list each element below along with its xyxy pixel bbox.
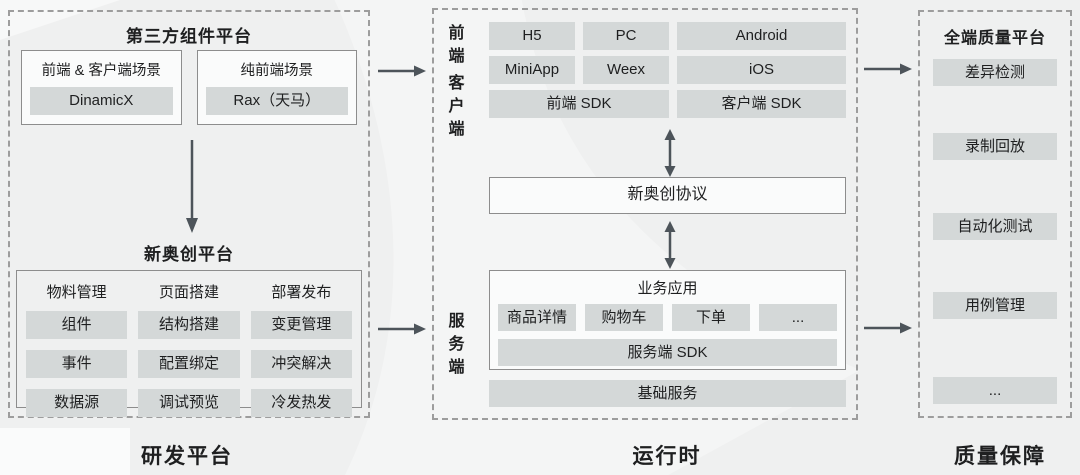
business-items-row: 商品详情 购物车 下单 ... [498, 304, 837, 331]
android-box: Android [677, 22, 846, 50]
automated-test-box: 自动化测试 [933, 213, 1057, 240]
client-platform-grid: H5 PC Android MiniApp Weex iOS 前端 SDK 客户… [489, 22, 846, 118]
event-box: 事件 [26, 350, 128, 378]
arrow-right-icon [864, 321, 912, 339]
arrow-right-icon [864, 62, 912, 80]
debug-preview-box: 调试预览 [138, 389, 240, 417]
server-sdk-box: 服务端 SDK [498, 339, 837, 366]
more-box: ... [933, 377, 1057, 404]
aochuang-platform-box: 物料管理 组件 事件 数据源 页面搭建 结构搭建 配置绑定 调试预览 部署发布 … [16, 270, 362, 417]
case-management-box: 用例管理 [933, 292, 1057, 319]
frontend-vertical-label: 前端 [448, 25, 465, 66]
base-service-box: 基础服务 [489, 380, 846, 407]
rax-box: Rax（天马） [205, 87, 348, 115]
cold-hot-release-box: 冷发热发 [250, 389, 352, 417]
dev-platform-panel: 第三方组件平台 前端 & 客户端场景 DinamicX 纯前端场景 Rax（天马… [8, 10, 370, 418]
pc-box: PC [583, 22, 669, 50]
arrow-down-icon [184, 140, 200, 239]
cart-box: 购物车 [585, 304, 663, 331]
material-management-column: 物料管理 组件 事件 数据源 [26, 278, 128, 428]
arrow-updown-icon [663, 129, 677, 182]
column-header: 部署发布 [271, 284, 332, 301]
arrow-right-icon [378, 64, 426, 82]
dinamicx-box: DinamicX [30, 87, 173, 115]
frontend-client-scenario-box: 前端 & 客户端场景 DinamicX [21, 50, 182, 125]
structure-build-box: 结构搭建 [138, 311, 240, 339]
scenario-label: 纯前端场景 [240, 63, 314, 79]
more-box: ... [759, 304, 837, 331]
runtime-footer-label: 运行时 [632, 445, 702, 468]
diff-detection-box: 差异检测 [933, 59, 1057, 86]
deploy-release-column: 部署发布 变更管理 冲突解决 冷发热发 [250, 278, 352, 428]
h5-box: H5 [489, 22, 575, 50]
product-detail-box: 商品详情 [498, 304, 576, 331]
arrow-updown-icon [663, 221, 677, 274]
component-box: 组件 [26, 311, 128, 339]
quality-footer-label: 质量保障 [954, 445, 1046, 468]
change-management-box: 变更管理 [250, 311, 352, 339]
third-party-platform-title: 第三方组件平台 [126, 27, 252, 46]
third-party-groups: 前端 & 客户端场景 DinamicX 纯前端场景 Rax（天马） [21, 50, 357, 125]
business-application-box: 业务应用 商品详情 购物车 下单 ... 服务端 SDK [489, 270, 846, 370]
frontend-sdk-box: 前端 SDK [489, 90, 669, 118]
quality-platform-title: 全端质量平台 [943, 30, 1046, 47]
column-header: 物料管理 [46, 284, 107, 301]
client-vertical-label: 客户端 [448, 75, 465, 139]
pure-frontend-scenario-box: 纯前端场景 Rax（天马） [196, 50, 357, 125]
miniapp-box: MiniApp [489, 56, 575, 84]
scenario-label: 前端 & 客户端场景 [41, 63, 161, 79]
page-building-column: 页面搭建 结构搭建 配置绑定 调试预览 [138, 278, 240, 428]
config-binding-box: 配置绑定 [138, 350, 240, 378]
column-header: 页面搭建 [158, 284, 219, 301]
ios-box: iOS [677, 56, 846, 84]
aochuang-platform-title: 新奥创平台 [144, 245, 234, 264]
quality-platform-panel: 全端质量平台 差异检测 录制回放 自动化测试 用例管理 ... [918, 10, 1072, 418]
server-vertical-label: 服务端 [448, 313, 465, 377]
business-application-title: 业务应用 [637, 280, 698, 297]
conflict-resolution-box: 冲突解决 [250, 350, 352, 378]
datasource-box: 数据源 [26, 389, 128, 417]
dev-platform-footer-label: 研发平台 [141, 445, 233, 468]
runtime-panel: 前端 客户端 H5 PC Android MiniApp Weex iOS 前端… [432, 8, 858, 420]
aochuang-protocol-box: 新奥创协议 [489, 177, 846, 214]
weex-box: Weex [583, 56, 669, 84]
place-order-box: 下单 [672, 304, 750, 331]
arrow-right-icon [378, 322, 426, 340]
record-replay-box: 录制回放 [933, 133, 1057, 160]
client-sdk-box: 客户端 SDK [677, 90, 846, 118]
